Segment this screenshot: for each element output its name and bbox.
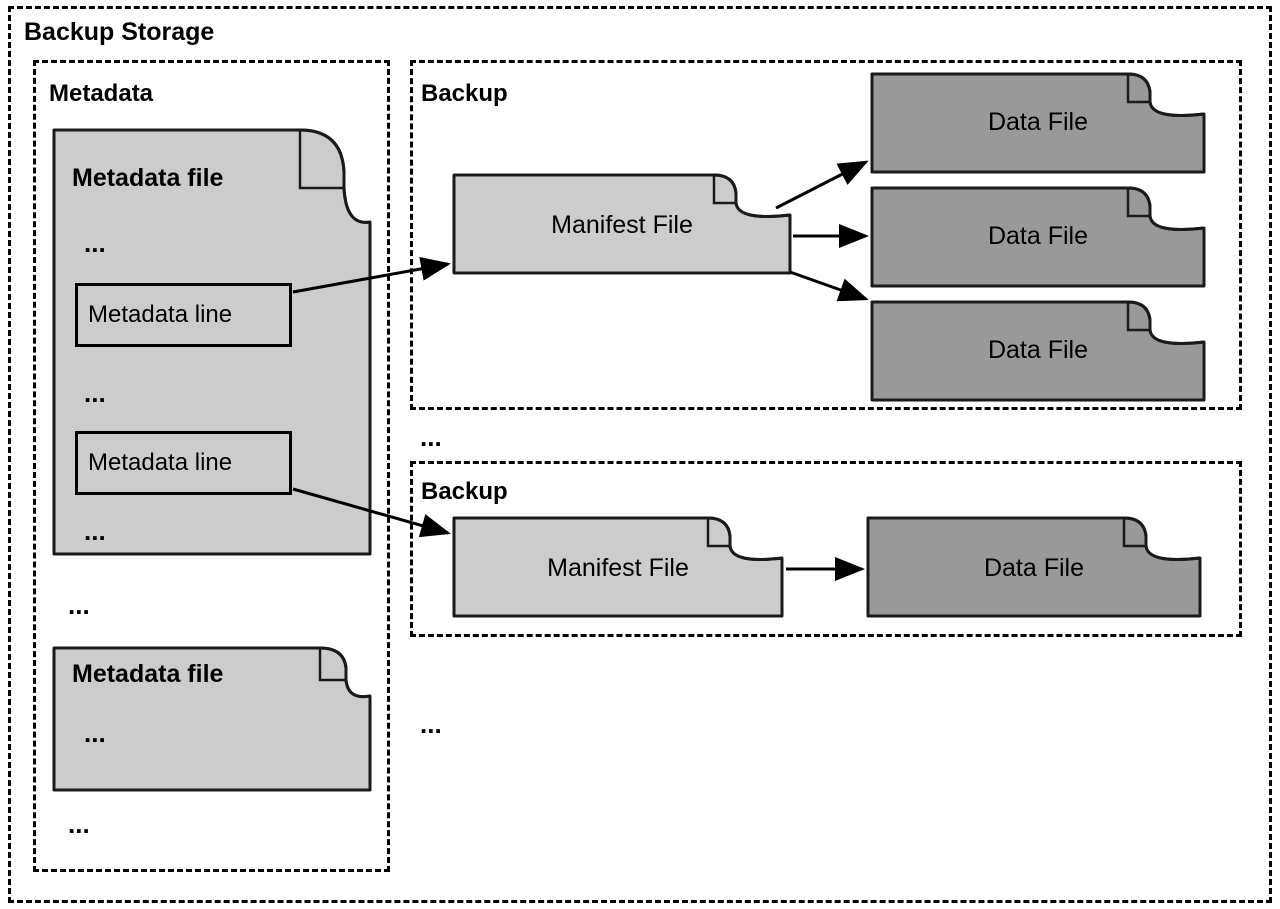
data-file-1-1[interactable]: Data File bbox=[870, 72, 1206, 174]
metadata-file-2-ellipsis-1: ... bbox=[84, 718, 106, 748]
backup-storage-container bbox=[8, 6, 1272, 903]
backup-regions-separator-ellipsis: ... bbox=[420, 422, 442, 452]
metadata-line-2-label: Metadata line bbox=[88, 449, 233, 476]
data-file-1-3-label: Data File bbox=[987, 336, 1089, 364]
manifest-file-2[interactable]: Manifest File bbox=[452, 516, 784, 618]
metadata-file-1-ellipsis-2: ... bbox=[84, 378, 106, 408]
data-file-1-2[interactable]: Data File bbox=[870, 186, 1206, 288]
manifest-file-2-label: Manifest File bbox=[547, 554, 689, 582]
metadata-file-1-ellipsis-3: ... bbox=[84, 516, 106, 546]
backup-region-1-container bbox=[410, 60, 1242, 410]
data-file-2-1-label: Data File bbox=[983, 554, 1085, 582]
data-file-1-2-label: Data File bbox=[987, 222, 1089, 250]
metadata-file-1-title: Metadata file bbox=[72, 164, 224, 192]
backup-storage-title: Backup Storage bbox=[24, 18, 215, 46]
data-file-2-1[interactable]: Data File bbox=[866, 516, 1202, 618]
backup-region-2-title: Backup bbox=[421, 478, 508, 505]
manifest-file-1[interactable]: Manifest File bbox=[452, 173, 792, 275]
manifest-file-1-label: Manifest File bbox=[551, 211, 693, 239]
metadata-file-1-ellipsis-1: ... bbox=[84, 228, 106, 258]
backup-region-1-title: Backup bbox=[421, 80, 508, 107]
metadata-region-trailing-ellipsis: ... bbox=[68, 809, 90, 839]
metadata-files-separator-ellipsis: ... bbox=[68, 590, 90, 620]
metadata-line-1-label: Metadata line bbox=[88, 301, 233, 328]
metadata-line-2[interactable]: Metadata line bbox=[75, 431, 292, 495]
metadata-region-container bbox=[33, 60, 390, 872]
metadata-line-1[interactable]: Metadata line bbox=[75, 283, 292, 347]
metadata-file-2[interactable]: Metadata file ... bbox=[52, 646, 372, 792]
backup-region-2-container bbox=[410, 461, 1242, 637]
data-file-1-3[interactable]: Data File bbox=[870, 300, 1206, 402]
metadata-region-title: Metadata bbox=[49, 80, 154, 107]
data-file-1-1-label: Data File bbox=[987, 108, 1089, 136]
backup-trailing-ellipsis: ... bbox=[420, 709, 442, 739]
metadata-file-2-title: Metadata file bbox=[72, 660, 224, 688]
